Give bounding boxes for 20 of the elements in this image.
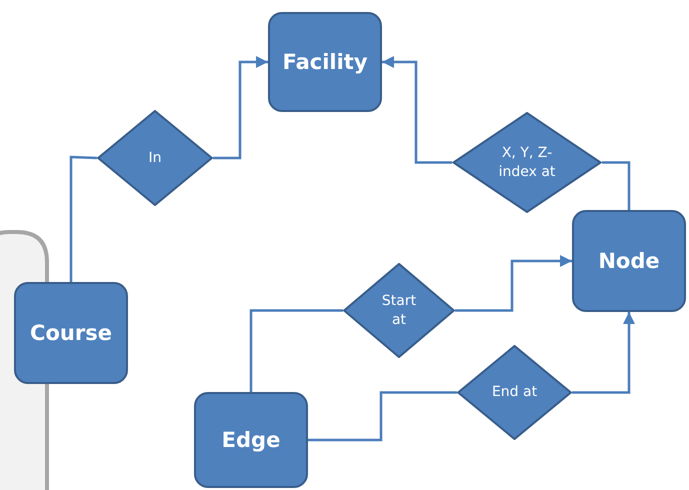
entity-box: Course: [14, 282, 128, 384]
diamond-label: X, Y, Z-index at: [498, 144, 556, 182]
entity-box: Edge: [194, 392, 308, 488]
connector-line: [70, 156, 98, 282]
arrow: [455, 255, 572, 312]
entity-box: Node: [572, 210, 686, 312]
diamond-label: Start at: [380, 292, 418, 330]
decision-diamond: [452, 112, 602, 213]
diamond-label: In: [148, 148, 162, 168]
arrow: [572, 312, 635, 394]
entity-box: Facility: [268, 12, 382, 112]
decision-diamond: [343, 263, 455, 358]
decision-diamond: [457, 345, 572, 440]
arrow: [382, 56, 452, 164]
connector-line: [602, 161, 630, 210]
connector-line: [250, 309, 343, 392]
diamond-label: End at: [492, 383, 538, 402]
connector-line: [308, 391, 457, 442]
arrow: [213, 56, 268, 160]
decision-diamond: [97, 110, 213, 206]
